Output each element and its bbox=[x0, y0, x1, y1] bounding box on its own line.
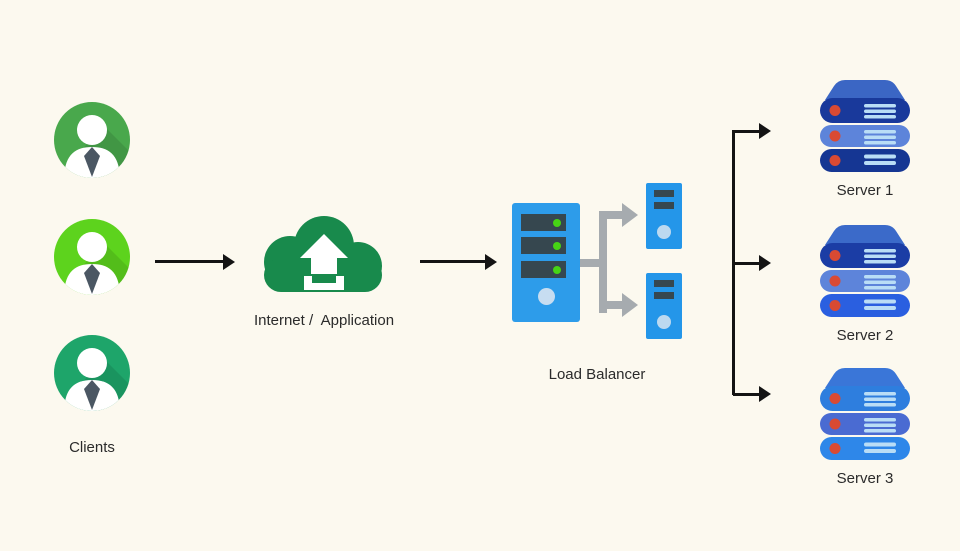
power-button-icon bbox=[657, 225, 671, 239]
arrow-clients-to-internet bbox=[155, 253, 235, 270]
upload-arrow-icon bbox=[300, 234, 348, 274]
upload-tray-icon bbox=[304, 276, 344, 290]
server-1-label: Server 1 bbox=[836, 182, 894, 199]
internet-label: Internet / Application bbox=[253, 312, 395, 329]
server-slot bbox=[521, 237, 566, 254]
power-button-icon bbox=[538, 288, 555, 305]
server-1-icon bbox=[820, 80, 910, 172]
client-avatar-1-icon bbox=[54, 102, 130, 178]
arrow-to-server-1 bbox=[733, 123, 771, 139]
server-slot bbox=[521, 261, 566, 278]
server-bar bbox=[654, 190, 674, 197]
server-bar bbox=[654, 202, 674, 209]
client-avatar-3-icon bbox=[54, 335, 130, 411]
server-2-label: Server 2 bbox=[836, 327, 894, 344]
mini-server-2-icon bbox=[646, 273, 682, 339]
server-2-icon bbox=[820, 225, 910, 317]
led-indicator-icon bbox=[553, 218, 561, 227]
server-bar bbox=[654, 292, 674, 299]
led-indicator-icon bbox=[553, 265, 561, 274]
server-slot bbox=[521, 214, 566, 231]
splitter-bracket-icon bbox=[580, 203, 638, 317]
server-bar bbox=[654, 280, 674, 287]
internet-cloud-icon bbox=[264, 216, 382, 292]
client-avatar-2-icon bbox=[54, 219, 130, 295]
arrow-to-server-2 bbox=[733, 255, 771, 271]
server-3-icon bbox=[820, 368, 910, 460]
clients-label: Clients bbox=[69, 439, 115, 456]
server-3-label: Server 3 bbox=[836, 470, 894, 487]
load-balancer-icon bbox=[512, 203, 580, 322]
arrow-to-server-3 bbox=[733, 386, 771, 402]
arrow-internet-to-loadbalancer bbox=[420, 253, 497, 270]
load-balancer-label: Load Balancer bbox=[548, 366, 646, 383]
led-indicator-icon bbox=[553, 241, 561, 250]
power-button-icon bbox=[657, 315, 671, 329]
mini-server-1-icon bbox=[646, 183, 682, 249]
